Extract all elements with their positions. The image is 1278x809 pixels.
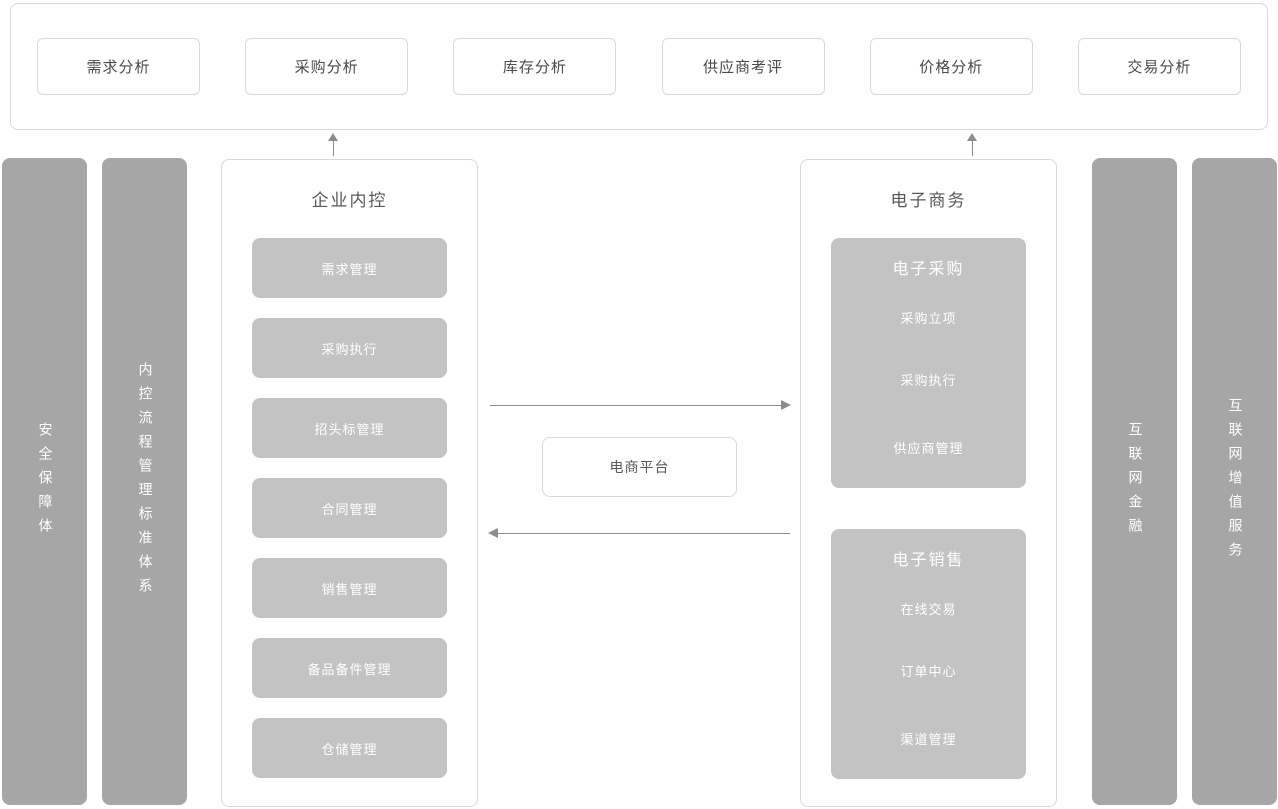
group-item: 采购立项 [900, 312, 957, 327]
internal-control-item: 仓储管理 [252, 718, 447, 778]
internal-control-item: 采购执行 [252, 318, 447, 378]
bar-security-assurance: 安全保障体 [2, 158, 87, 805]
internal-control-item: 需求管理 [252, 238, 447, 298]
bar-label: 内控流程管理标准体系 [136, 361, 153, 602]
group-title: 电子销售 [892, 550, 965, 569]
bar-internet-value-added-services: 互联网增值服务 [1192, 158, 1277, 805]
demand-analysis-box: 需求分析 [37, 38, 200, 95]
bar-label: 安全保障体 [36, 421, 53, 542]
price-analysis-box: 价格分析 [869, 38, 1033, 95]
flow-arrow-left-line [497, 533, 790, 534]
internal-control-item: 招头标管理 [252, 398, 447, 458]
bar-label: 互联网金融 [1126, 421, 1143, 542]
internal-control-panel: 企业内控 需求管理 采购执行 招头标管理 合同管理 销售管理 备品备件管理 仓储… [221, 159, 478, 807]
analysis-panel: 需求分析 采购分析 库存分析 供应商考评 价格分析 交易分析 [10, 3, 1268, 130]
bar-label: 互联网增值服务 [1226, 397, 1243, 566]
flow-arrow-left-icon [488, 528, 498, 538]
group-item: 供应商管理 [893, 442, 964, 457]
group-item: 渠道管理 [900, 733, 957, 748]
ecommerce-platform-box: 电商平台 [542, 437, 737, 497]
group-item: 在线交易 [900, 603, 957, 618]
up-arrow-left-stem [333, 139, 334, 156]
e-sales-group: 电子销售 在线交易 订单中心 渠道管理 [831, 529, 1026, 779]
group-title: 电子采购 [892, 259, 965, 278]
flow-arrow-right-line [490, 405, 783, 406]
internal-control-item: 备品备件管理 [252, 638, 447, 698]
up-arrow-right-stem [972, 139, 973, 156]
bar-internet-finance: 互联网金融 [1092, 158, 1177, 805]
inventory-analysis-box: 库存分析 [453, 38, 617, 95]
e-procurement-group: 电子采购 采购立项 采购执行 供应商管理 [831, 238, 1026, 488]
supplier-evaluation-box: 供应商考评 [661, 38, 825, 95]
transaction-analysis-box: 交易分析 [1077, 38, 1241, 95]
panel-title: 电子商务 [890, 191, 967, 211]
ecommerce-panel: 电子商务 电子采购 采购立项 采购执行 供应商管理 电子销售 在线交易 订单中心… [800, 159, 1057, 807]
procurement-analysis-box: 采购分析 [245, 38, 409, 95]
bar-internal-control-standard-system: 内控流程管理标准体系 [102, 158, 187, 805]
internal-control-item: 销售管理 [252, 558, 447, 618]
up-arrow-right-icon [967, 133, 977, 141]
panel-title: 企业内控 [311, 191, 388, 211]
group-item: 采购执行 [900, 374, 957, 389]
up-arrow-left-icon [328, 133, 338, 141]
group-item: 订单中心 [900, 665, 957, 680]
flow-arrow-right-icon [781, 400, 791, 410]
internal-control-item: 合同管理 [252, 478, 447, 538]
